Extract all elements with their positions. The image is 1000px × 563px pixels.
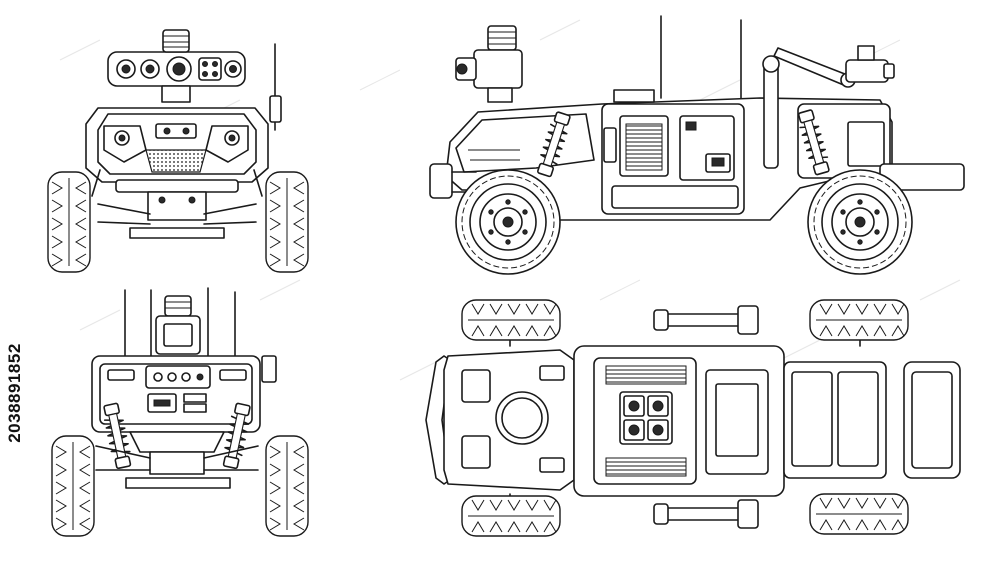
front-view [47,29,309,273]
rear-view [51,287,309,537]
stock-image-id-text: 2038891852 [5,343,25,443]
side-view [429,15,965,275]
top-view [425,299,961,537]
stock-image-id: 2038891852 [2,308,28,478]
